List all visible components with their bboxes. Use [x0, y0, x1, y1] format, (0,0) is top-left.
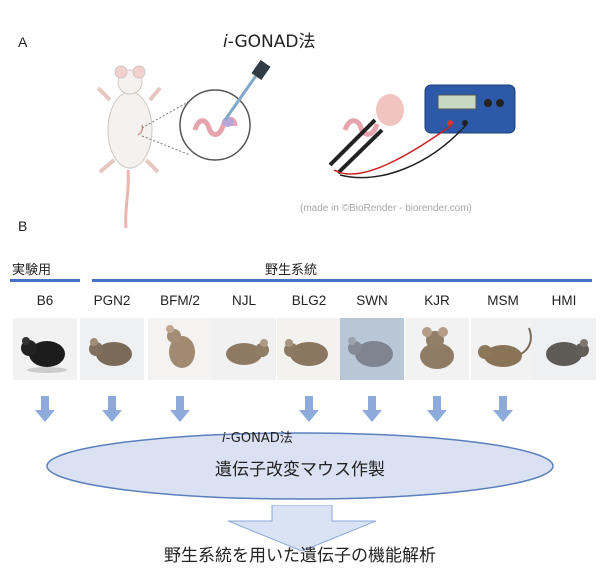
down-arrow-icon	[102, 396, 122, 422]
down-arrow-icon	[299, 396, 319, 422]
credit-text: (made in ©BioRender - biorender.com)	[300, 203, 472, 214]
strain-label-swn: SWN	[356, 293, 388, 308]
strain-photo-swn	[340, 318, 404, 380]
down-arrow-icon	[35, 396, 55, 422]
group-line-lab	[10, 279, 80, 282]
strain-photo-kjr	[405, 318, 469, 380]
down-arrow-icon	[362, 396, 382, 422]
electroporator-illustration	[328, 84, 516, 179]
strain-photo-bfm2	[148, 318, 212, 380]
strain-label-hmi: HMI	[551, 293, 577, 308]
strain-label-blg2: BLG2	[291, 293, 327, 308]
group-label-lab: 実験用	[12, 263, 52, 278]
down-arrow-icon	[170, 396, 190, 422]
strain-photo-b6	[13, 318, 77, 380]
panel-a-title: i-GONAD法	[223, 32, 316, 52]
down-arrow-icon	[427, 396, 447, 422]
mouse-surgery-illustration	[96, 60, 271, 229]
strain-photo-hmi	[532, 318, 596, 380]
process-label: 遺伝子改変マウス作製	[215, 460, 385, 480]
strain-photo-blg2	[277, 318, 341, 380]
final-outcome-text: 野生系統を用いた遺伝子の機能解析	[164, 546, 436, 566]
group-line-wild	[92, 279, 592, 282]
strain-photo-pgn2	[80, 318, 144, 380]
down-arrow-icon	[493, 396, 513, 422]
group-label-wild: 野生系統	[265, 263, 318, 278]
method-label: i-GONAD法	[222, 431, 293, 446]
strain-label-b6: B6	[36, 293, 54, 308]
strain-label-njl: NJL	[231, 293, 256, 308]
strain-label-bfm2: BFM/2	[160, 293, 200, 308]
strain-photo-msm	[471, 318, 535, 380]
panel-b-label: B	[18, 218, 28, 234]
strain-label-kjr: KJR	[424, 293, 450, 308]
strain-label-msm: MSM	[487, 293, 519, 308]
panel-a-label: A	[18, 34, 28, 50]
strain-photo-njl	[212, 318, 276, 380]
strain-label-pgn2: PGN2	[93, 293, 131, 308]
big-down-arrow-icon	[228, 505, 376, 551]
process-ellipse	[46, 432, 554, 500]
